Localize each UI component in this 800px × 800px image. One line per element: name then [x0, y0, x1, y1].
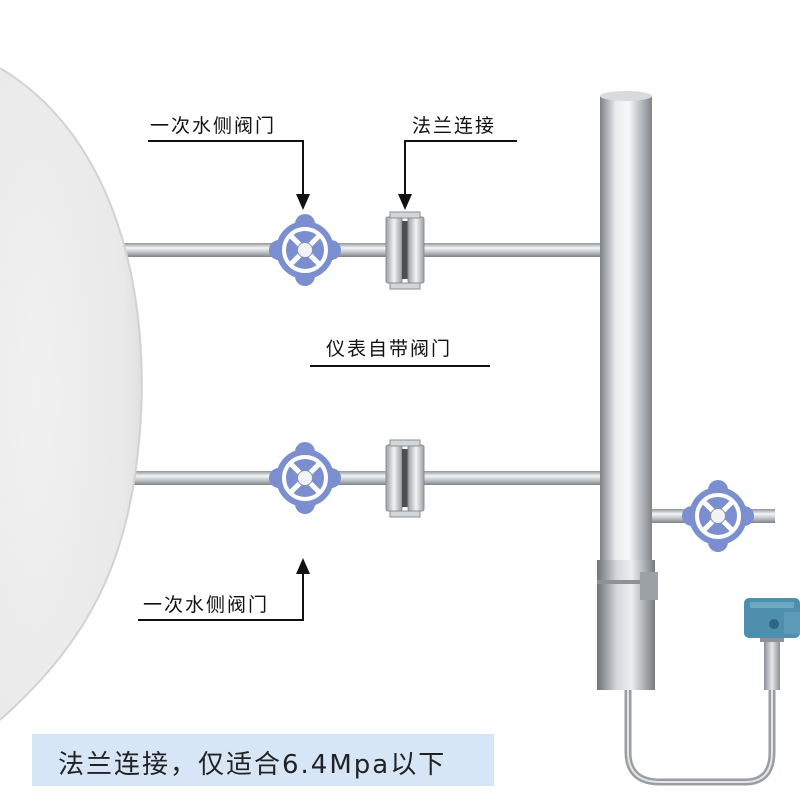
transmitter: [744, 598, 800, 690]
sleeve-band: [597, 580, 655, 584]
label-flange: 法兰连接: [412, 115, 497, 137]
lower-flange: [385, 439, 425, 518]
lower-valve-handwheel: [269, 442, 341, 514]
label-instrument-valve: 仪表自带阀门: [326, 338, 453, 360]
note-banner-text: 法兰连接，仅适合6.4Mpa以下: [58, 750, 447, 780]
upper-valve-handwheel: [269, 214, 341, 286]
arrow-bottom-valve: [296, 558, 310, 574]
lower-pipe: [110, 471, 608, 485]
side-valve-handwheel: [682, 480, 754, 552]
upper-pipe: [110, 243, 608, 257]
leader-bottom-valve: [138, 570, 304, 621]
sleeve-port: [640, 572, 658, 600]
standpipe: [600, 96, 652, 560]
arrow-top-valve: [296, 194, 310, 210]
tank: [0, 68, 142, 720]
label-top-valve: 一次水侧阀门: [150, 115, 277, 137]
leader-top-valve: [148, 140, 304, 198]
arrow-flange: [398, 194, 412, 210]
upper-flange: [385, 211, 425, 290]
note-banner: 法兰连接，仅适合6.4Mpa以下: [32, 734, 494, 786]
leader-flange: [404, 140, 517, 198]
connecting-tube: [624, 680, 776, 786]
label-bottom-valve: 一次水侧阀门: [143, 594, 270, 616]
standpipe-top-cap: [600, 91, 652, 101]
tank-edge: [0, 67, 143, 721]
